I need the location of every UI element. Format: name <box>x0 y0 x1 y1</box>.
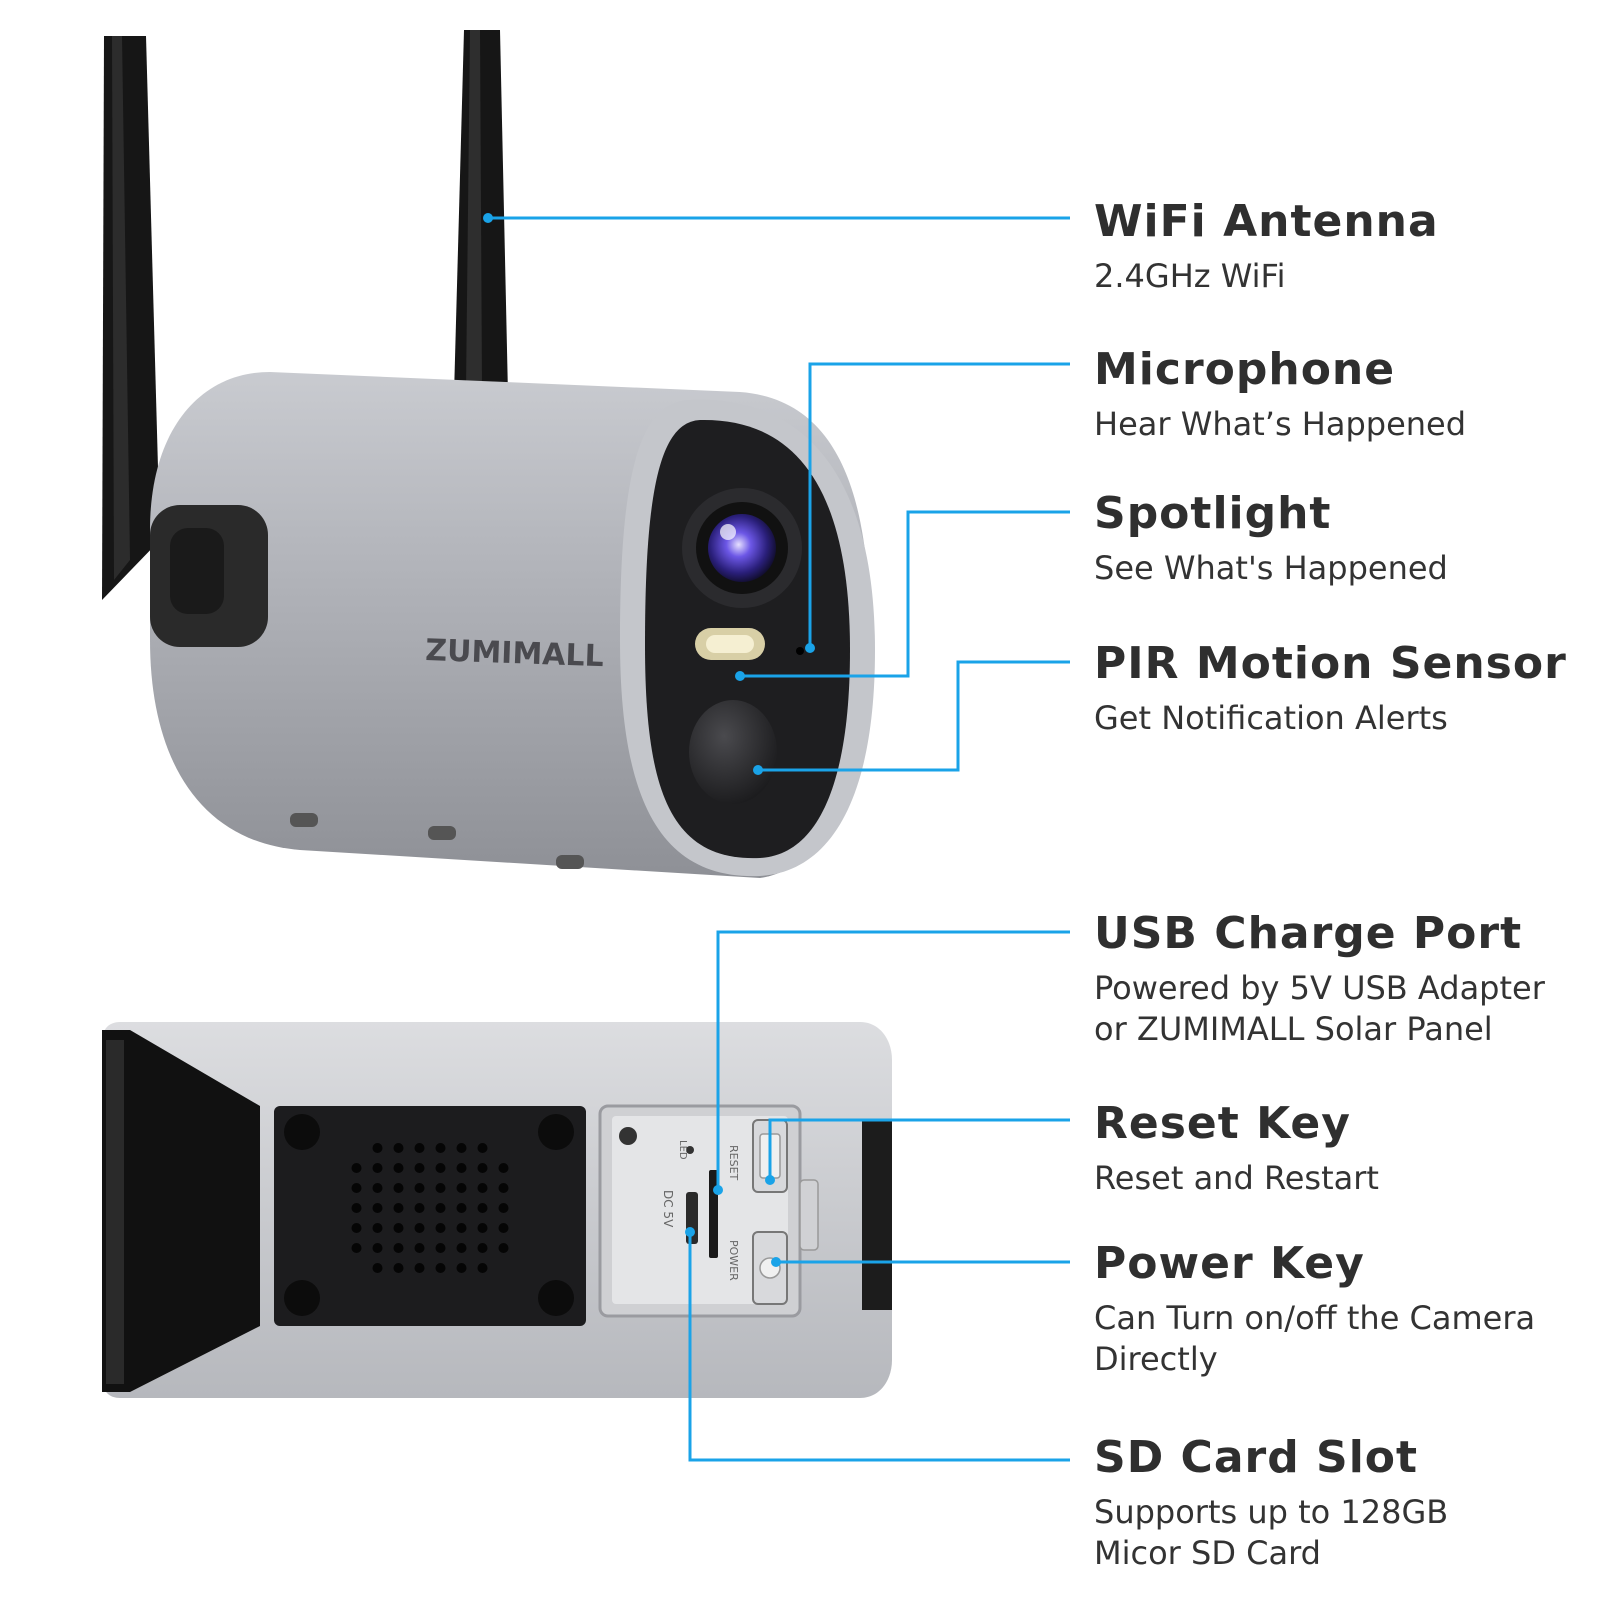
led-label: LED <box>677 1140 688 1160</box>
feature-desc-line: Can Turn on/off the Camera <box>1094 1299 1536 1338</box>
feature-title: WiFi Antenna <box>1094 196 1439 247</box>
feature-desc-line: Directly <box>1094 1340 1218 1379</box>
feature-desc-line: Powered by 5V USB Adapter <box>1094 969 1545 1008</box>
feature-microphone: Microphone Hear What’s Happened <box>1094 344 1594 445</box>
feature-spotlight: Spotlight See What's Happened <box>1094 488 1594 589</box>
feature-desc-line: or ZUMIMALL Solar Panel <box>1094 1010 1493 1049</box>
feature-reset-key: Reset Key Reset and Restart <box>1094 1098 1594 1199</box>
feature-desc: Powered by 5V USB Adapter or ZUMIMALL So… <box>1094 968 1594 1050</box>
callout-usb <box>716 930 1070 1190</box>
callout-sd <box>688 1232 1070 1462</box>
callout-lines <box>488 216 1070 1462</box>
camera-bottom-view <box>102 1022 892 1398</box>
feature-title: Spotlight <box>1094 488 1332 539</box>
callout-microphone <box>808 362 1070 648</box>
callout-spotlight <box>740 510 1070 678</box>
feature-title: Microphone <box>1094 344 1396 395</box>
feature-title: Power Key <box>1094 1238 1365 1289</box>
feature-power-key: Power Key Can Turn on/off the Camera Dir… <box>1094 1238 1594 1380</box>
feature-pir-motion-sensor: PIR Motion Sensor Get Notification Alert… <box>1094 638 1594 739</box>
antenna-left-icon <box>102 36 160 600</box>
feature-desc: 2.4GHz WiFi <box>1094 257 1286 296</box>
feature-title: USB Charge Port <box>1094 908 1523 959</box>
feature-title: SD Card Slot <box>1094 1432 1419 1483</box>
feature-desc: Supports up to 128GB Micor SD Card <box>1094 1492 1594 1574</box>
speaker-grille <box>351 1143 509 1273</box>
feature-title: PIR Motion Sensor <box>1094 638 1567 689</box>
callout-pir <box>758 660 1070 772</box>
antenna-right-icon <box>454 30 508 395</box>
camera-body <box>150 372 875 878</box>
feature-desc: Can Turn on/off the Camera Directly <box>1094 1298 1594 1380</box>
reset-port-label: RESET <box>727 1145 740 1181</box>
feature-desc-line: Micor SD Card <box>1094 1534 1321 1573</box>
dc-port-label: DC 5V <box>661 1190 675 1228</box>
feature-usb-charge-port: USB Charge Port Powered by 5V USB Adapte… <box>1094 908 1594 1050</box>
feature-desc: See What's Happened <box>1094 549 1448 588</box>
callout-dots <box>483 213 815 1267</box>
feature-wifi-antenna: WiFi Antenna 2.4GHz WiFi <box>1094 196 1594 297</box>
feature-desc: Get Notification Alerts <box>1094 699 1448 738</box>
feature-desc-line: Supports up to 128GB <box>1094 1493 1449 1532</box>
power-port-label: POWER <box>727 1240 740 1281</box>
feature-sd-card-slot: SD Card Slot Supports up to 128GB Micor … <box>1094 1432 1594 1574</box>
feature-desc: Hear What’s Happened <box>1094 405 1467 444</box>
feature-desc: Reset and Restart <box>1094 1159 1379 1198</box>
callout-reset <box>768 1118 1070 1180</box>
brand-logo: ZUMIMALL <box>425 633 605 674</box>
feature-title: Reset Key <box>1094 1098 1351 1149</box>
